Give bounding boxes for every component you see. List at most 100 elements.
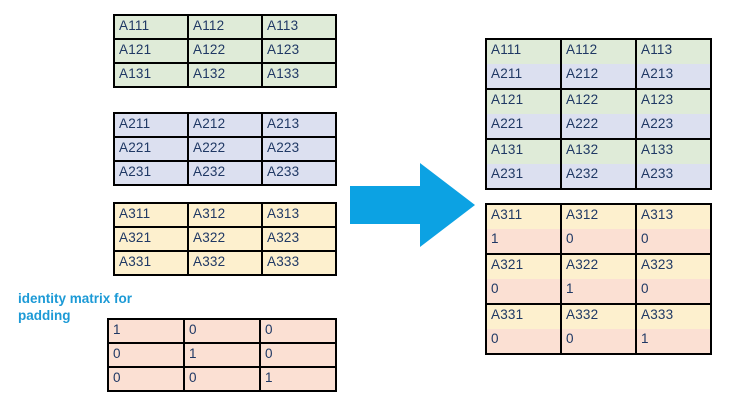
merged-cell-c22: A122 A222 [560,88,637,140]
cell-label: A231 [491,166,524,181]
cell-a231: A231 [113,160,189,186]
cell-a122: A122 [187,38,263,64]
merged-cell-top: A323 [637,255,710,279]
identity-matrix-caption: identity matrix for padding [18,290,138,324]
table-row: A311 A312 A313 [113,202,337,228]
matrix-identity: 1 0 0 0 1 0 0 0 1 [107,318,337,392]
cell-label: A111 [491,42,522,57]
cell-label: 0 [491,331,499,346]
cell-a111: A111 [113,14,189,40]
merged-cell-d23: A323 0 [635,253,712,305]
cell-label: A123 [267,42,300,57]
cell-label: 1 [491,231,499,246]
cell-i23: 0 [259,342,337,368]
cell-label: 0 [641,231,649,246]
merged-cell-d12: A312 0 [560,203,637,255]
cell-i22: 1 [183,342,261,368]
cell-label: A313 [641,207,674,222]
cell-label: 0 [641,281,649,296]
table-row: A221 A222 A223 [113,136,337,162]
cell-label: A131 [491,142,524,157]
cell-label: A332 [193,254,226,269]
merged-cell-c12: A112 A212 [560,38,637,90]
table-row: A131 A231 A132 A232 A133 A233 [485,138,712,190]
merged-cell-top: A111 [487,40,560,64]
merged-cell-top: A313 [637,205,710,229]
cell-label: A233 [267,164,300,179]
merged-cell-bottom: A211 [487,64,560,88]
cell-a312: A312 [187,202,263,228]
cell-label: A223 [641,116,674,131]
cell-i33: 1 [259,366,337,392]
cell-label: A112 [193,18,225,33]
cell-a132: A132 [187,62,263,88]
merged-cell-bottom: 1 [562,279,635,303]
merged-cell-bottom: A231 [487,164,560,188]
cell-label: A331 [119,254,152,269]
cell-label: 0 [113,370,121,385]
cell-a221: A221 [113,136,189,162]
table-row: A131 A132 A133 [113,62,337,88]
table-row: A321 0 A322 1 A323 0 [485,253,712,305]
cell-label: 1 [566,281,574,296]
merged-cell-bottom: 0 [487,329,560,353]
cell-label: A331 [491,307,524,322]
cell-label: A111 [119,18,150,33]
cell-label: A221 [119,140,152,155]
merged-cell-c33: A133 A233 [635,138,712,190]
cell-a311: A311 [113,202,189,228]
cell-a121: A121 [113,38,189,64]
merged-cell-bottom: A221 [487,114,560,138]
cell-i11: 1 [107,318,185,344]
cell-label: 1 [113,322,121,337]
merged-cell-c13: A113 A213 [635,38,712,90]
merged-cell-top: A331 [487,305,560,329]
matrix-merged-a1-a2: A111 A211 A112 A212 A113 A213 A121 A221 … [485,38,712,190]
cell-a112: A112 [187,14,263,40]
cell-i32: 0 [183,366,261,392]
matrix-a1: A111 A112 A113 A121 A122 A123 A131 A132 … [113,14,337,88]
matrix-a3: A311 A312 A313 A321 A322 A323 A331 A332 … [113,202,337,276]
cell-label: A321 [491,257,524,272]
cell-label: A312 [566,207,599,222]
table-row: A121 A221 A122 A222 A123 A223 [485,88,712,140]
merged-cell-bottom: A212 [562,64,635,88]
cell-label: A322 [193,230,226,245]
merged-cell-top: A121 [487,90,560,114]
cell-a331: A331 [113,250,189,276]
merged-cell-d21: A321 0 [485,253,562,305]
cell-label: A232 [193,164,226,179]
caption-line-2: padding [18,308,71,323]
merged-cell-bottom: A232 [562,164,635,188]
cell-label: A133 [641,142,674,157]
cell-label: A133 [267,66,300,81]
matrix-a2: A211 A212 A213 A221 A222 A223 A231 A232 … [113,112,337,186]
merged-cell-d33: A333 1 [635,303,712,355]
cell-label: A122 [566,92,599,107]
table-row: A111 A112 A113 [113,14,337,40]
cell-label: A212 [193,116,226,131]
merged-cell-top: A131 [487,140,560,164]
merged-cell-c31: A131 A231 [485,138,562,190]
cell-a233: A233 [261,160,337,186]
merged-cell-bottom: 0 [562,229,635,253]
cell-label: A311 [119,206,151,221]
table-row: A121 A122 A123 [113,38,337,64]
cell-label: A132 [566,142,599,157]
cell-a131: A131 [113,62,189,88]
merged-cell-top: A332 [562,305,635,329]
merged-cell-top: A123 [637,90,710,114]
cell-label: 1 [189,346,197,361]
cell-a213: A213 [261,112,337,138]
merged-cell-bottom: 0 [487,279,560,303]
cell-a113: A113 [261,14,337,40]
merged-cell-c23: A123 A223 [635,88,712,140]
right-arrow-icon [350,163,475,247]
cell-label: A132 [193,66,226,81]
cell-label: A123 [641,92,674,107]
cell-label: A112 [566,42,598,57]
cell-a222: A222 [187,136,263,162]
cell-label: A221 [491,116,524,131]
table-row: A331 A332 A333 [113,250,337,276]
